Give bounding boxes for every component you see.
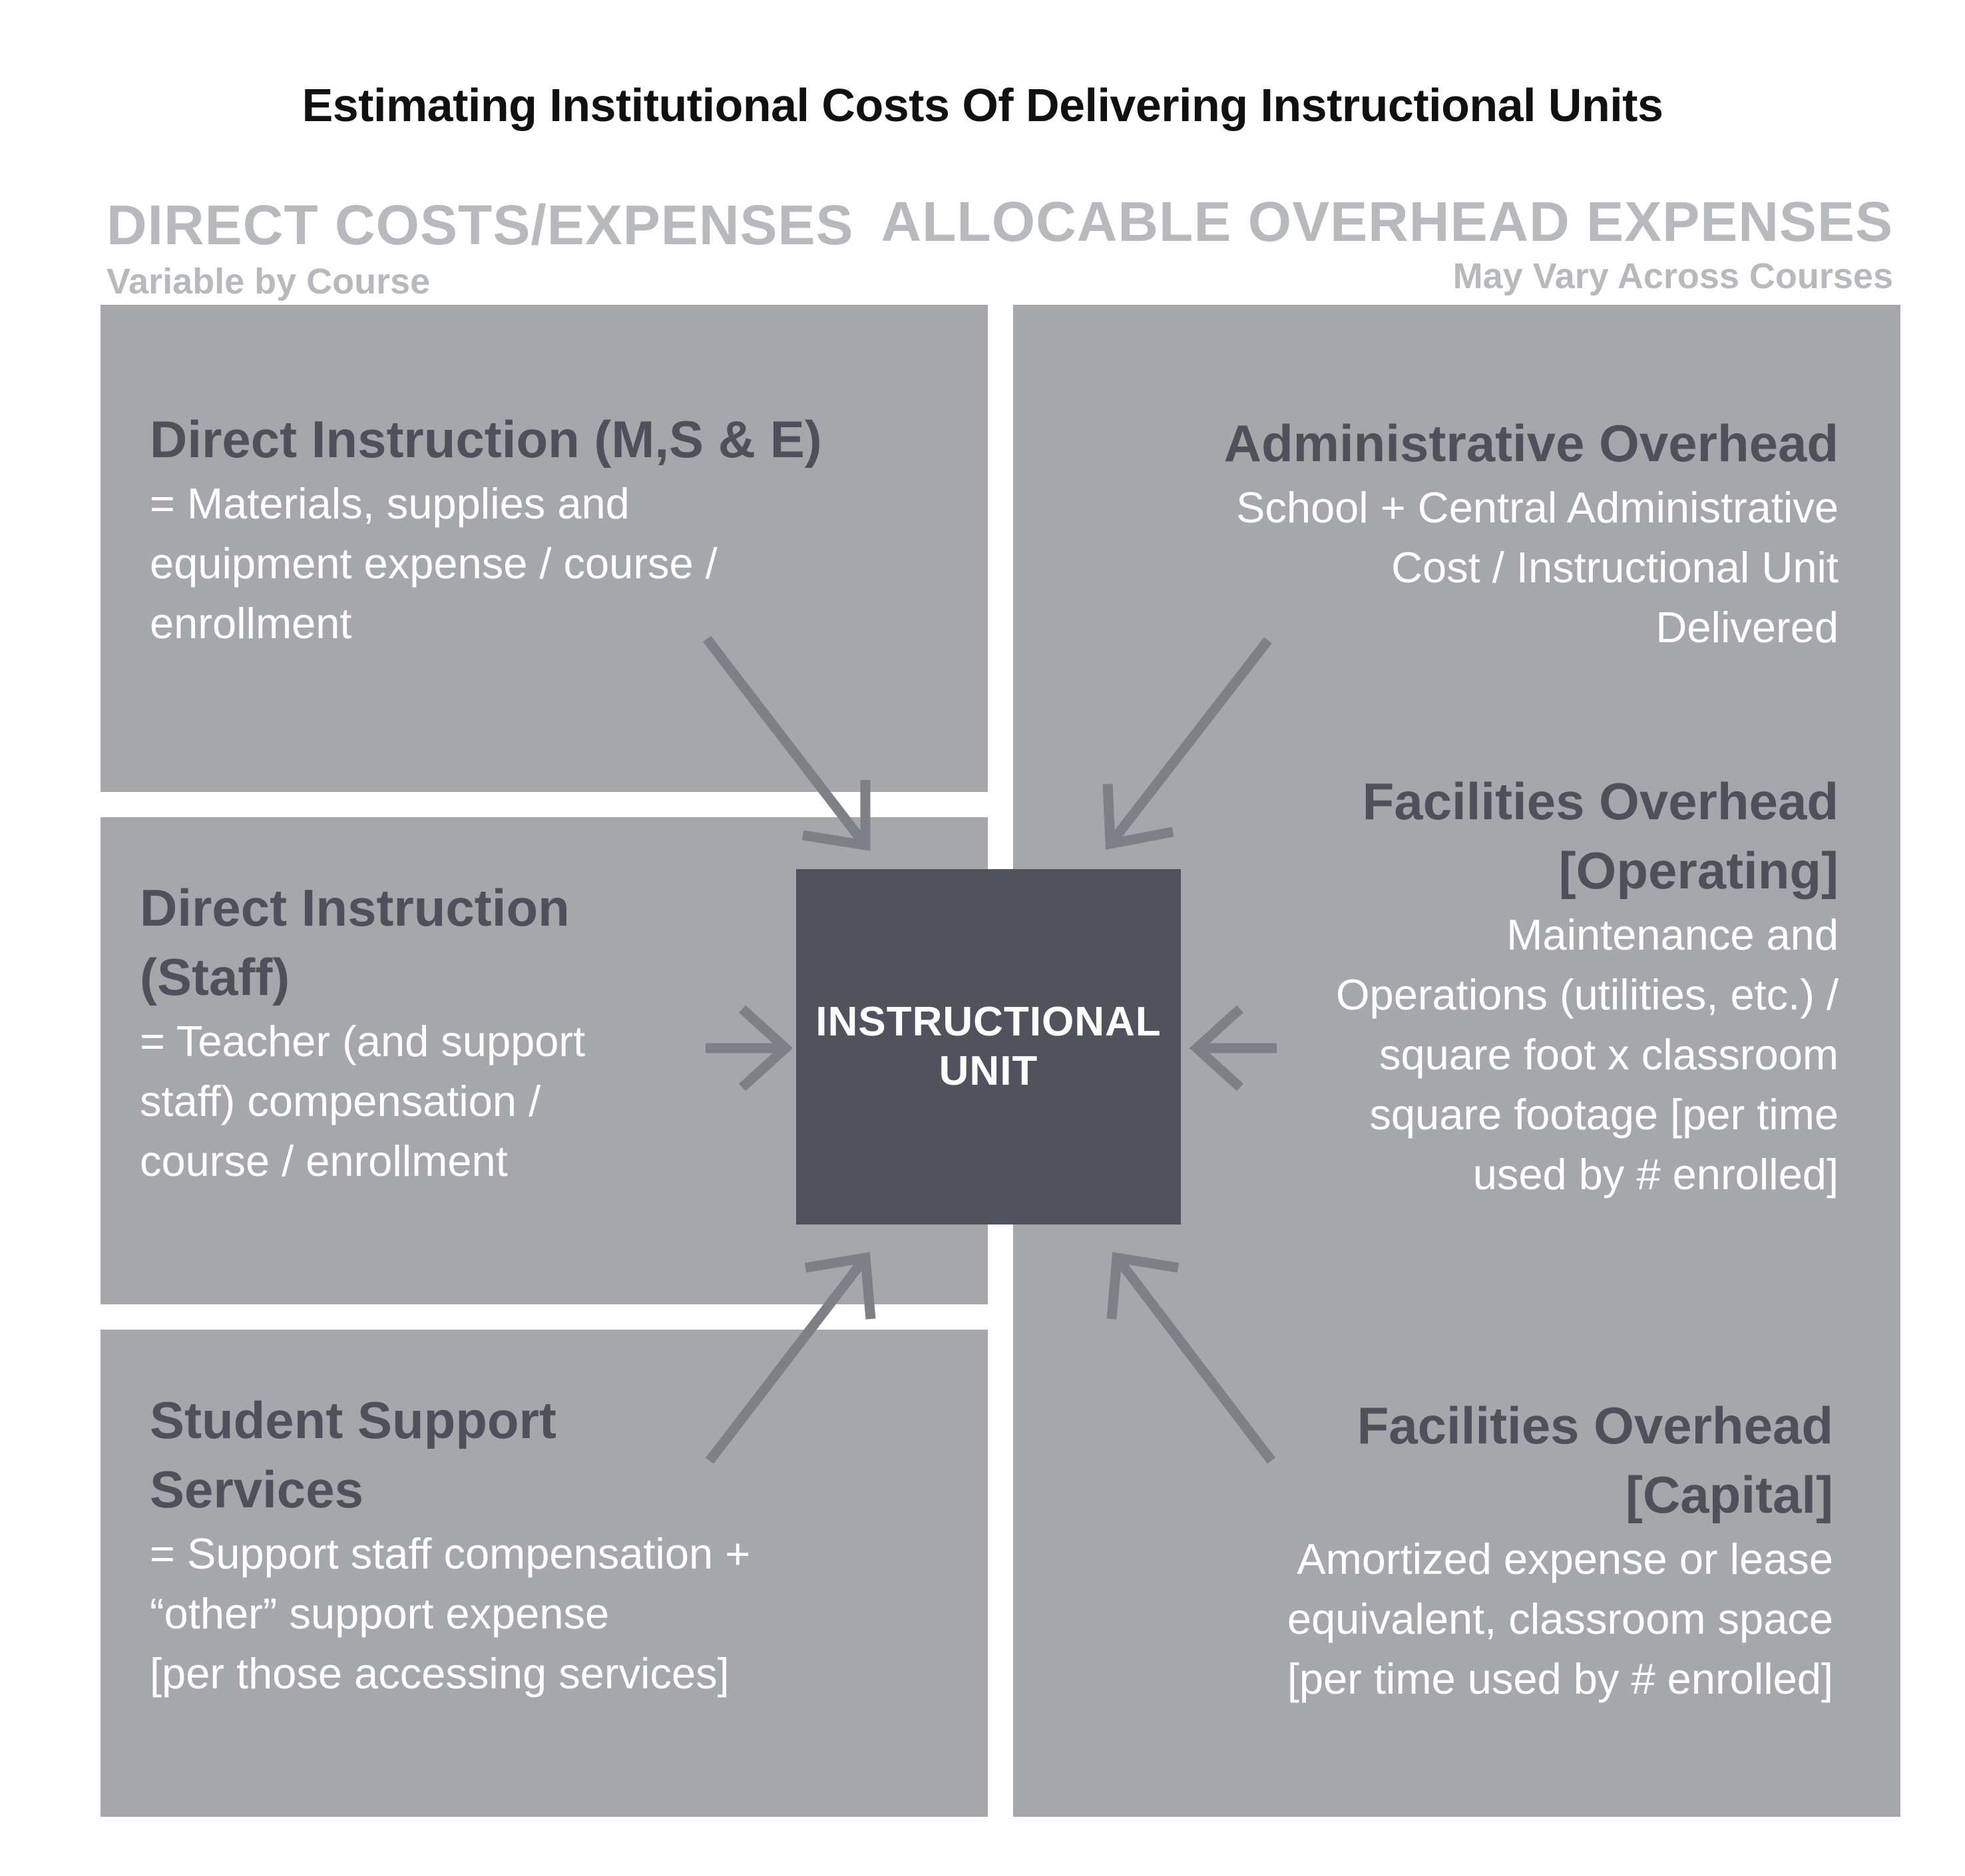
body-line: [per those accessing services] — [150, 1649, 730, 1698]
body-line: [per time used by # enrolled] — [1287, 1654, 1833, 1703]
direct-instruction-mse-box — [101, 305, 988, 792]
direct-instruction-mse-title: Direct Instruction (M,S & E) — [150, 410, 822, 469]
student-support-title-line: Student Support — [150, 1391, 556, 1449]
body-line: Cost / Instructional Unit — [1391, 543, 1839, 592]
arrow-from-direct-instruction-staff — [706, 1005, 793, 1091]
instructional-unit-box: INSTRUCTIONAL UNIT — [796, 869, 1181, 1224]
body-line: used by # enrolled] — [1472, 1150, 1839, 1199]
body-line: equipment expense / course / — [150, 539, 718, 588]
direct-instruction-mse-text: Direct Instruction (M,S & E) = Materials… — [150, 405, 882, 654]
right-heading: ALLOCABLE OVERHEAD EXPENSES — [881, 190, 1893, 253]
right-subheading: May Vary Across Courses — [1452, 256, 1893, 296]
body-line: “other” support expense — [150, 1589, 610, 1638]
facilities-capital-title-line: Facilities Overhead — [1357, 1396, 1833, 1455]
body-line: Maintenance and — [1506, 910, 1839, 959]
body-line: square footage [per time — [1369, 1090, 1839, 1139]
facilities-operating-title-line: Facilities Overhead — [1362, 772, 1839, 831]
arrow-from-direct-instruction-mse — [703, 636, 871, 851]
student-support-box — [101, 1330, 988, 1817]
arrow-from-student-support — [706, 1252, 876, 1464]
facilities-capital-title-line: [Capital] — [1626, 1465, 1833, 1524]
direct-instruction-staff-title-line: Direct Instruction — [140, 878, 570, 937]
body-line: Amortized expense or lease — [1297, 1535, 1833, 1583]
facilities-operating-title-line: [Operating] — [1558, 841, 1839, 900]
body-line: = Support staff compensation + — [150, 1529, 751, 1578]
student-support-text: Student Support Services = Support staff… — [150, 1386, 882, 1704]
body-line: School + Central Administrative — [1235, 483, 1839, 532]
direct-instruction-staff-text: Direct Instruction (Staff) = Teacher (an… — [140, 873, 706, 1191]
body-line: Delivered — [1655, 603, 1839, 652]
body-line: enrollment — [150, 599, 352, 648]
body-line: = Teacher (and support — [140, 1017, 586, 1065]
arrow-from-facilities-operating — [1189, 1005, 1277, 1091]
instructional-unit-label-line1: INSTRUCTIONAL — [815, 999, 1162, 1045]
left-heading: DIRECT COSTS/EXPENSES — [107, 194, 854, 256]
body-line: equivalent, classroom space — [1287, 1595, 1833, 1643]
diagram-title: Estimating Institutional Costs Of Delive… — [302, 79, 1663, 131]
body-line: course / enrollment — [140, 1137, 508, 1185]
body-line: Operations (utilities, etc.) / — [1336, 970, 1839, 1019]
facilities-capital-text: Facilities Overhead [Capital] Amortized … — [1101, 1391, 1833, 1709]
student-support-title-line: Services — [150, 1460, 363, 1519]
arrow-from-administrative-overhead — [1102, 637, 1272, 850]
direct-instruction-staff-title-line: (Staff) — [140, 948, 290, 1006]
body-line: = Materials, supplies and — [150, 479, 630, 528]
instructional-unit-label-line2: UNIT — [939, 1048, 1038, 1094]
administrative-overhead-title: Administrative Overhead — [1223, 414, 1839, 472]
administrative-overhead-text: Administrative Overhead School + Central… — [1073, 409, 1839, 657]
facilities-operating-text: Facilities Overhead [Operating] Maintena… — [1173, 767, 1839, 1205]
body-line: square foot x classroom — [1379, 1030, 1839, 1079]
left-subheading: Variable by Course — [107, 262, 431, 301]
body-line: staff) compensation / — [140, 1077, 541, 1125]
arrow-from-facilities-capital — [1106, 1252, 1275, 1464]
